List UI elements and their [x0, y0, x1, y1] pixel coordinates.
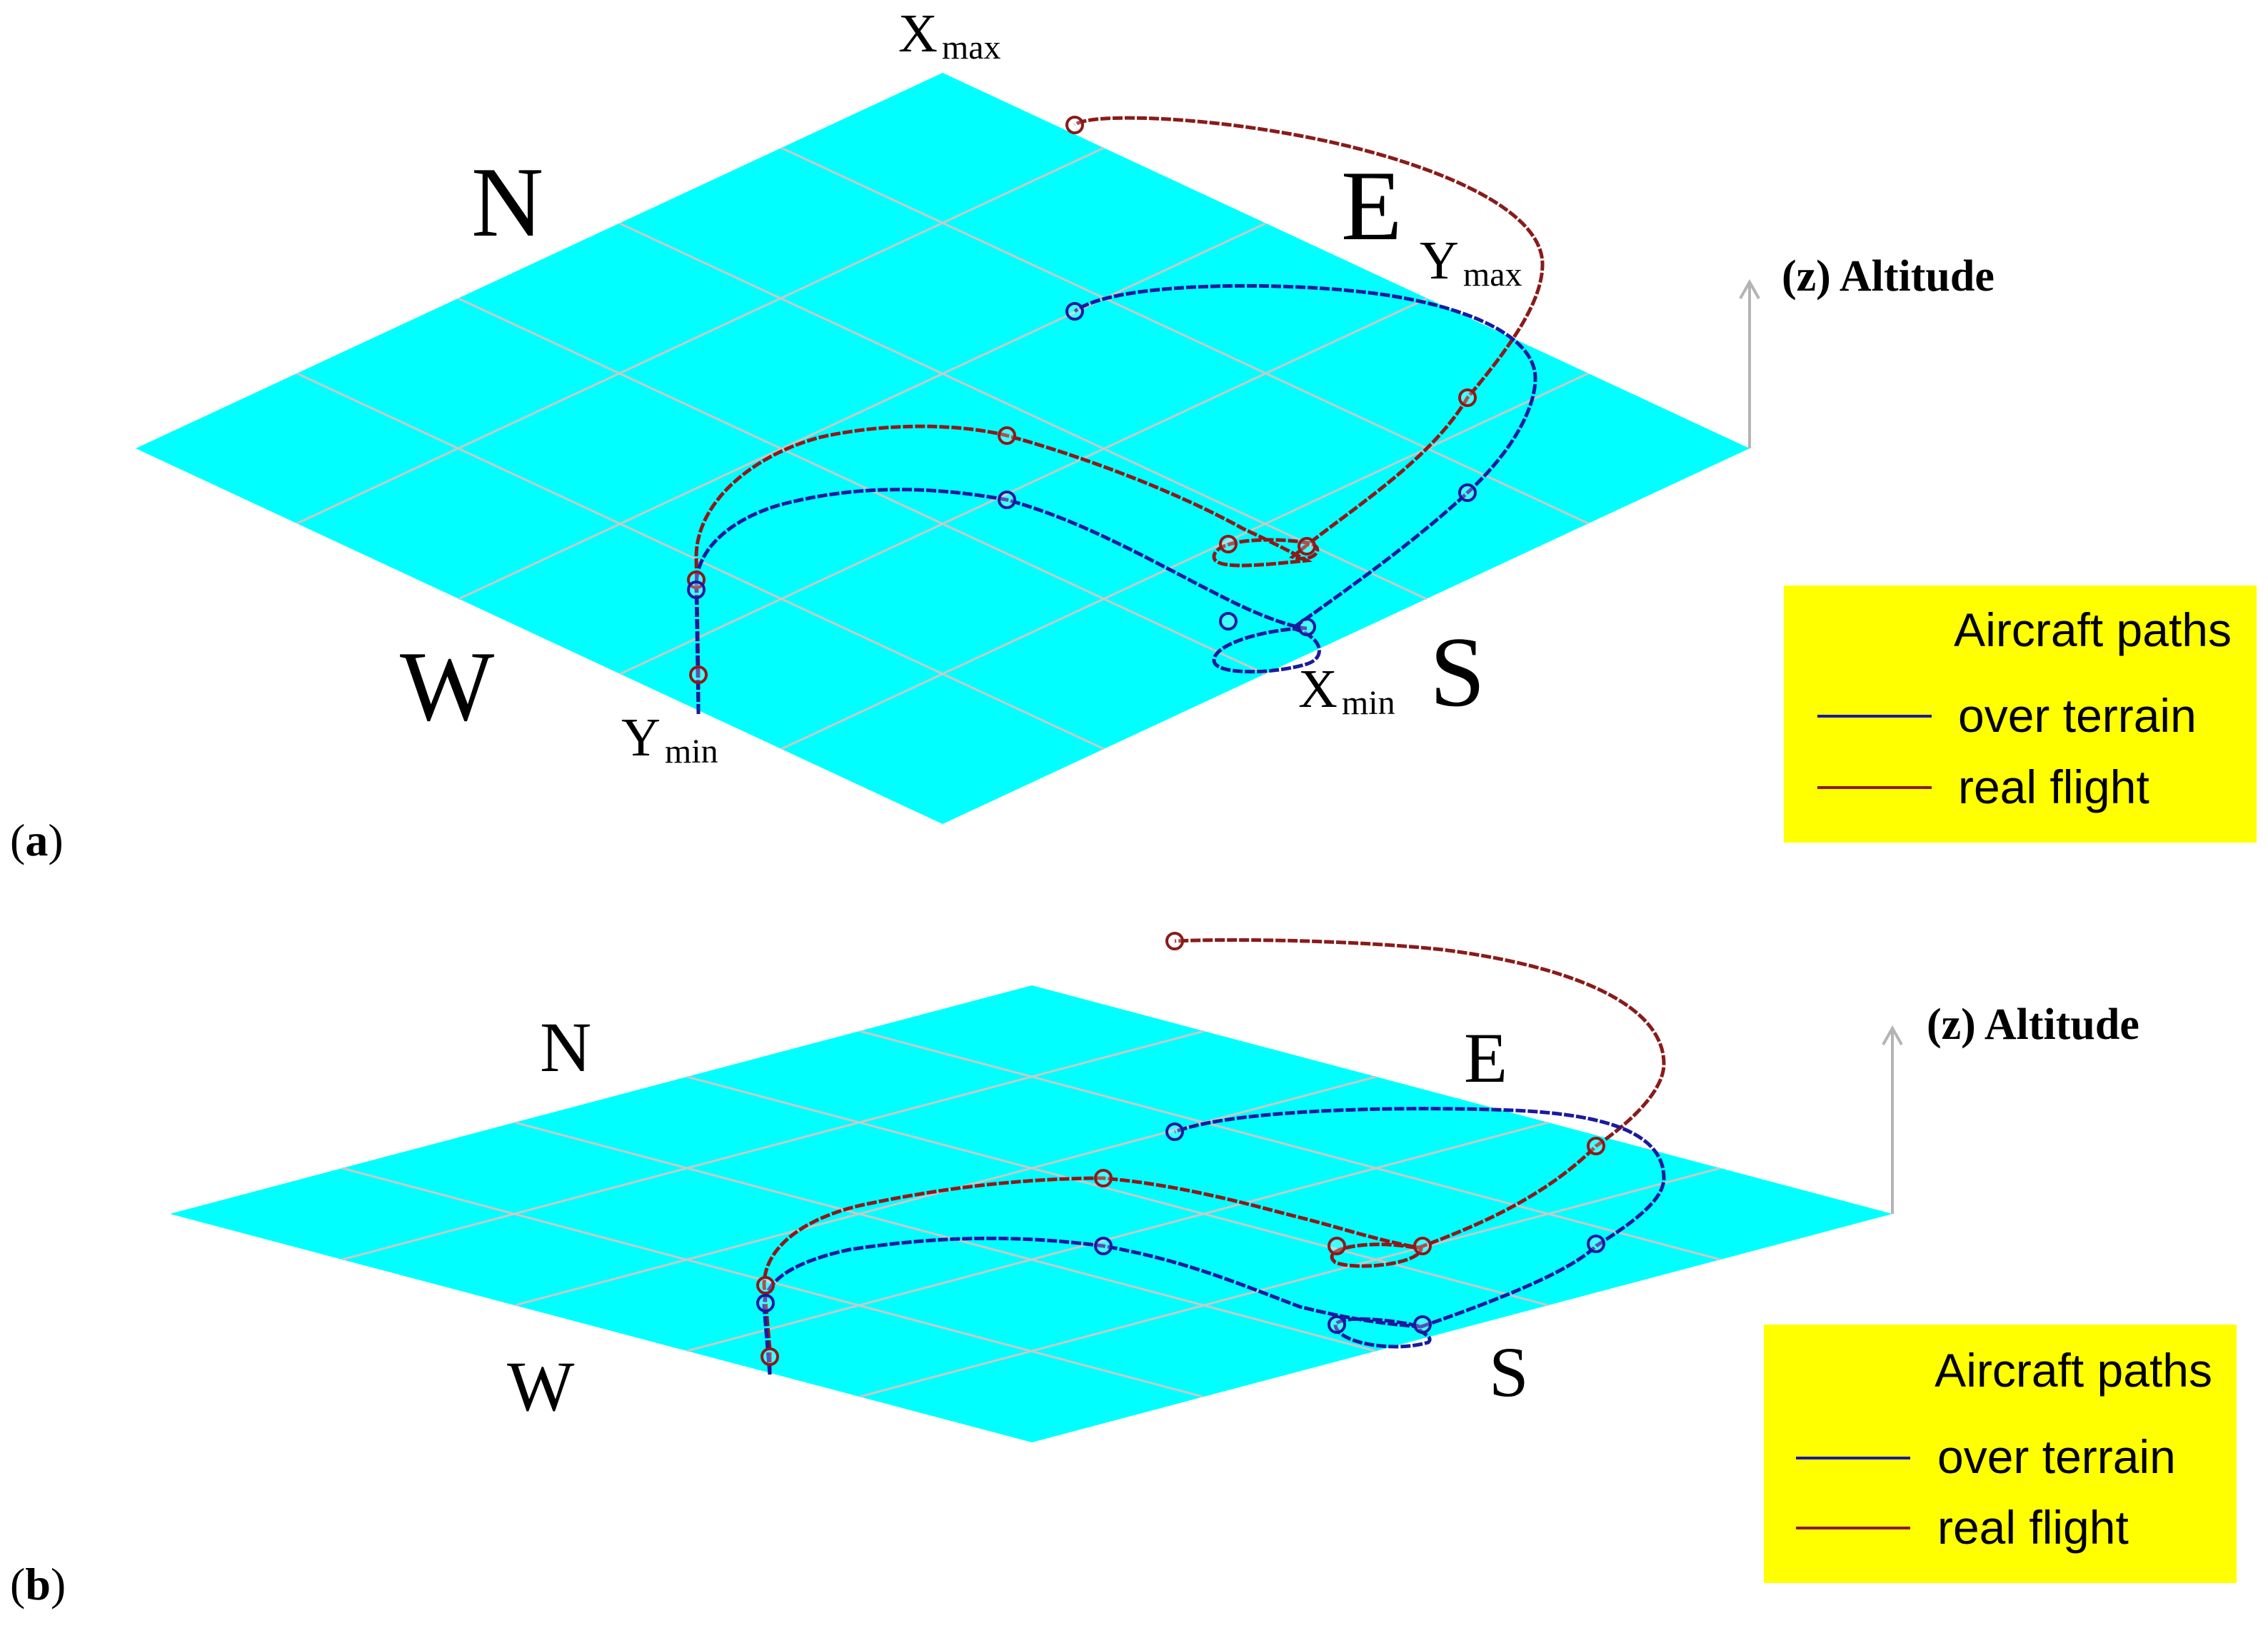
x-max-sub: max	[942, 29, 1001, 66]
compass-east-a: E	[1341, 151, 1403, 261]
altitude-label-a: (z) Altitude	[1782, 252, 1994, 301]
legend-a: Aircraft paths over terrain real flight	[1784, 586, 2257, 843]
compass-south-b: S	[1489, 1332, 1529, 1412]
legend-title-a: Aircraft paths	[1954, 603, 2232, 656]
compass-north-b: N	[540, 1008, 591, 1087]
panel-label-b: (b)	[10, 1559, 66, 1609]
altitude-axis-b: (z) Altitude	[1882, 1000, 2139, 1214]
compass-west-b: W	[507, 1347, 575, 1426]
y-max-main: Y	[1420, 231, 1459, 291]
over-terrain-path-b	[762, 1107, 1666, 1375]
y-max-sub: max	[1463, 256, 1522, 293]
legend-box-a	[1784, 586, 2257, 843]
legend-box-b	[1764, 1325, 2237, 1583]
real-flight-markers-b	[756, 932, 1605, 1366]
panel-label-a-letter: a	[25, 815, 48, 865]
terrain-plane-b	[170, 985, 1892, 1442]
panel-label-b-letter: b	[25, 1559, 51, 1609]
terrain-plane-a	[136, 73, 1750, 824]
x-max-main: X	[898, 4, 938, 64]
compass-south-a: S	[1430, 617, 1485, 728]
x-min-main: X	[1298, 659, 1338, 719]
terrain-grid-a	[296, 146, 1589, 750]
over-terrain-markers-a	[687, 302, 1477, 636]
altitude-label-b: (z) Altitude	[1927, 1000, 2139, 1049]
panel-b: (z) Altitude N E W S Aircraft paths	[10, 932, 2237, 1609]
legend-over-terrain-a: over terrain	[1958, 689, 2197, 742]
real-flight-path-b	[762, 938, 1666, 1375]
real-flight-markers-a	[687, 116, 1477, 684]
real-flight-path-a	[694, 116, 1545, 714]
altitude-axis-a: (z) Altitude	[1739, 252, 1994, 448]
y-min-main: Y	[621, 708, 661, 768]
legend-real-flight-a: real flight	[1958, 760, 2149, 813]
legend-real-flight-b: real flight	[1937, 1501, 2129, 1554]
over-terrain-path-a	[694, 283, 1537, 715]
panel-label-a: (a)	[10, 815, 64, 865]
legend-b: Aircraft paths over terrain real flight	[1764, 1325, 2237, 1583]
over-terrain-markers-b	[756, 1122, 1605, 1334]
legend-over-terrain-b: over terrain	[1937, 1430, 2176, 1483]
compass-west-a: W	[400, 631, 494, 742]
x-min-sub: min	[1342, 684, 1395, 722]
y-min-sub: min	[665, 733, 718, 770]
compass-east-b: E	[1464, 1018, 1507, 1097]
compass-north-a: N	[471, 147, 543, 258]
legend-title-b: Aircraft paths	[1935, 1344, 2212, 1397]
